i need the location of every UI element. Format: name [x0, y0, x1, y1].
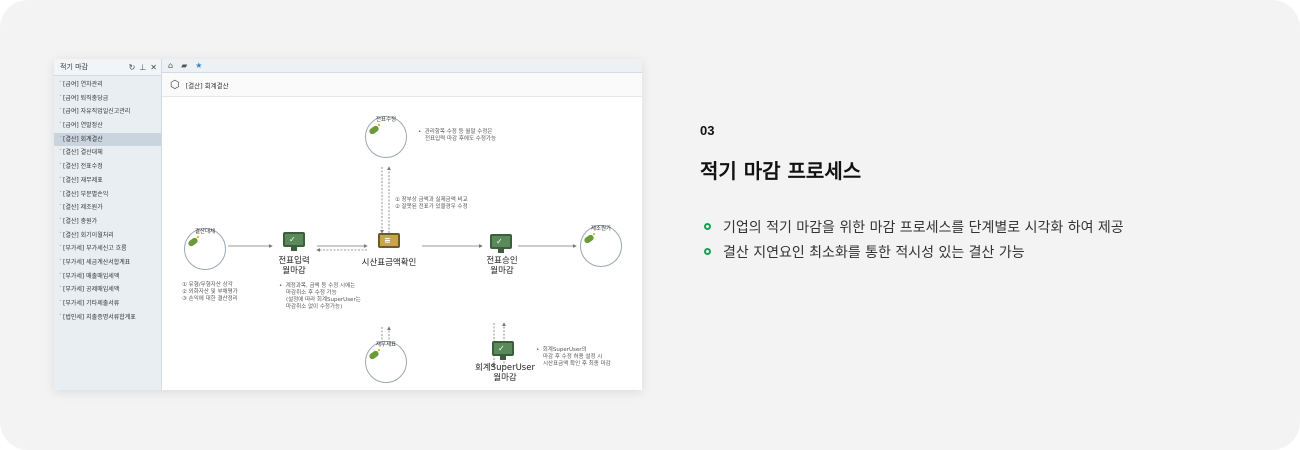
page-title: [결산] 회계결산: [185, 81, 229, 90]
sidebar: 적기 마감 ↻ ⊥ ✕ ˇ[급여] 연차관리 ˇ[급여] 퇴직충당금 ˇ[급여]…: [54, 59, 162, 390]
sidebar-item[interactable]: ˇ[결산] 재무제표: [59, 176, 103, 184]
main-panel: ⌂ ▰ ★ ⬡ [결산] 회계결산: [162, 59, 642, 390]
page-header: ⬡ [결산] 회계결산: [162, 73, 642, 97]
sidebar-item[interactable]: ˇ[결산] 충원가: [59, 217, 98, 225]
monitor-check-icon: ✓: [490, 234, 512, 253]
sidebar-list: ˇ[급여] 연차관리 ˇ[급여] 퇴직충당금 ˇ[급여] 자유직업일신고관리 ˇ…: [54, 76, 161, 324]
financial-node[interactable]: 재무제표: [365, 341, 407, 383]
super-node-label[interactable]: 회계SuperUser 월마감: [475, 363, 535, 383]
pin-icon[interactable]: ⊥: [139, 62, 147, 72]
sidebar-item[interactable]: ˇ[결산] 부문별손익: [59, 190, 109, 198]
note-settle: ① 유형/무형자산 상각 ② 외화자산 및 부채평가 ③ 손익에 대한 결산정리: [182, 282, 238, 302]
note-super: • 회계SuperUser의 마감 후 수정 허용 설정 시 시산표금액 확인 …: [536, 347, 611, 367]
trial-node-label[interactable]: 시산표금액확인: [361, 258, 417, 268]
monitor-check-icon: ✓: [492, 341, 514, 360]
voucher-edit-node[interactable]: 전표수정: [365, 116, 407, 158]
close-icon[interactable]: ✕: [150, 62, 157, 72]
sidebar-item[interactable]: ˇ[결산] 제조원가: [59, 204, 103, 212]
sidebar-item[interactable]: ˇ[급여] 퇴직충당금: [59, 94, 109, 102]
sidebar-item[interactable]: ˇ[급여] 자유직업일신고관리: [59, 108, 131, 116]
pill-icon: [369, 349, 380, 360]
app-screenshot: 적기 마감 ↻ ⊥ ✕ ˇ[급여] 연차관리 ˇ[급여] 퇴직충당금 ˇ[급여]…: [54, 59, 642, 390]
clipboard-icon: ≡: [378, 233, 400, 252]
pill-icon: [188, 236, 199, 247]
sidebar-item[interactable]: ˇ[결산] 결산대체: [59, 149, 103, 157]
sidebar-item[interactable]: ˇ[결산] 전표수정: [59, 163, 103, 171]
section-title: 적기 마감 프로세스: [700, 159, 862, 183]
toolbar: ⌂ ▰ ★: [162, 59, 642, 73]
note-entry: • 계정과목, 금액 등 수정 시에는 마감취소 후 수정 가능 (설정에 따라…: [279, 283, 361, 310]
sidebar-item[interactable]: ˇ[법인세] 지출증명서류합계표: [59, 313, 136, 321]
section-number: 03: [700, 123, 715, 138]
monitor-check-icon: ✓: [283, 232, 305, 251]
bullet-item: 기업의 적기 마감을 위한 마감 프로세스를 단계별로 시각화 하여 제공: [704, 214, 1124, 239]
note-trial-check: ① 장부상 금액과 실제금액 비교 ② 잘못된 전표가 있을경우 수정: [395, 197, 468, 210]
sidebar-item[interactable]: ˇ[부가세] 매출매입세액: [59, 272, 120, 280]
cube-icon: ⬡: [170, 78, 180, 91]
sidebar-item[interactable]: ˇ[부가세] 공제매입세액: [59, 286, 120, 294]
entry-node-label[interactable]: 전표입력 월마감: [278, 256, 310, 276]
sidebar-item[interactable]: ˇ[부가세] 부가세신고 흐름: [59, 245, 127, 253]
sidebar-item[interactable]: ˇ[결산] 회기이월처리: [59, 231, 114, 239]
folder-icon[interactable]: ▰: [181, 61, 188, 70]
refresh-icon[interactable]: ↻: [128, 62, 136, 72]
settle-node[interactable]: 결산대체: [184, 228, 226, 270]
sidebar-item[interactable]: ˇ[급여] 연차관리: [59, 81, 103, 88]
sidebar-header: 적기 마감 ↻ ⊥ ✕: [54, 59, 161, 76]
approve-node-label[interactable]: 전표승인 월마감: [486, 256, 518, 276]
sidebar-item[interactable]: ˇ[급여] 연말정산: [59, 122, 103, 130]
pill-icon: [584, 233, 595, 244]
bullet-dot-icon: [704, 223, 711, 230]
sidebar-title: 적기 마감: [60, 63, 88, 71]
bullet-item: 결산 지연요인 최소화를 통한 적시성 있는 결산 가능: [704, 239, 1124, 264]
star-icon[interactable]: ★: [195, 61, 203, 70]
sidebar-item[interactable]: ˇ[부가세] 세금계산서합계표: [59, 258, 131, 266]
cost-node[interactable]: 제조원가: [580, 225, 622, 267]
home-icon[interactable]: ⌂: [168, 61, 174, 70]
sidebar-item[interactable]: ˇ[부가세] 기타제출서류: [59, 300, 120, 307]
sidebar-item-active[interactable]: ˇ[결산] 회계결산: [54, 132, 161, 147]
process-flow: 결산대체 전표수정 재무제표 제조원가 ✓: [162, 97, 642, 390]
pill-icon: [369, 124, 380, 135]
note-voucher-edit: • 관리항목 수정 등 월말 수정은 전표입력 마감 후에도 수정가능: [418, 129, 497, 142]
bullet-dot-icon: [704, 248, 711, 255]
feature-bullets: 기업의 적기 마감을 위한 마감 프로세스를 단계별로 시각화 하여 제공 결산…: [704, 214, 1124, 264]
